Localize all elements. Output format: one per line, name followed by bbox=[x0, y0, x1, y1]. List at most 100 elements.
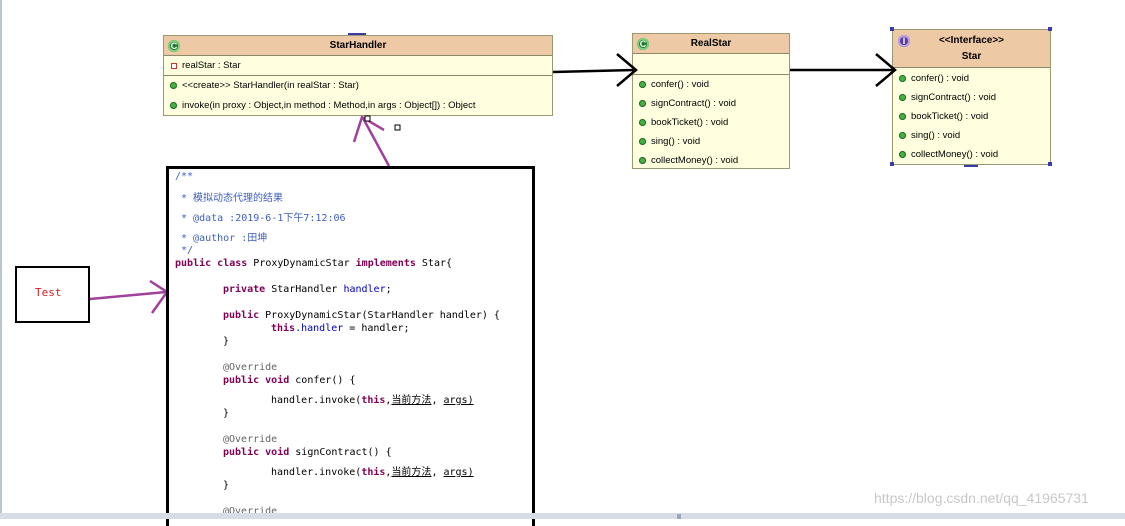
star-method-confer[interactable]: confer() : void bbox=[893, 69, 1050, 88]
code-line-5: */ bbox=[175, 245, 194, 256]
public-method-icon bbox=[899, 131, 906, 139]
kw: private bbox=[223, 284, 266, 295]
public-method-icon bbox=[170, 82, 177, 89]
code-line-invoke: handler.invoke(this,当前方法, args) bbox=[271, 391, 474, 406]
method-text: sing() : void bbox=[911, 130, 961, 141]
star-interface-box[interactable]: I <<Interface>> Star confer() : void sig… bbox=[892, 29, 1051, 165]
code-line-brace: } bbox=[223, 480, 230, 491]
star-method-signcontract[interactable]: signContract() : void bbox=[893, 88, 1050, 107]
separator bbox=[164, 75, 552, 76]
starhandler-attribute[interactable]: realStar : Star bbox=[164, 56, 552, 75]
kw: public bbox=[175, 258, 212, 269]
kw: public bbox=[223, 310, 260, 321]
realstar-class-box[interactable]: C RealStar confer() : void signContract(… bbox=[632, 33, 790, 169]
code-line-annotation: @Override bbox=[223, 434, 278, 445]
star-method-bookticket[interactable]: bookTicket() : void bbox=[893, 107, 1050, 126]
realstar-method-signcontract[interactable]: signContract() : void bbox=[633, 94, 789, 113]
selection-handle[interactable] bbox=[890, 162, 894, 166]
realstar-method-collectmoney[interactable]: collectMoney() : void bbox=[633, 151, 789, 170]
selection-handle[interactable] bbox=[348, 33, 366, 35]
code-line-ctor: public ProxyDynamicStar(StarHandler hand… bbox=[223, 310, 500, 321]
class-icon: C bbox=[168, 39, 180, 52]
attribute-text: realStar : Star bbox=[182, 60, 241, 71]
proxy-code-box[interactable]: /** * 模拟动态代理的结果 * @data :2019-6-1下午7:12:… bbox=[166, 166, 535, 526]
ident: args) bbox=[443, 395, 474, 406]
punct: ; bbox=[385, 284, 392, 295]
realstar-header[interactable]: C RealStar bbox=[633, 34, 789, 54]
code-line-4: * @author :田坤 bbox=[175, 233, 268, 244]
public-method-icon bbox=[899, 74, 906, 82]
ident: args) bbox=[443, 467, 474, 478]
code-line-method-confer: public void confer() { bbox=[223, 375, 356, 386]
public-method-icon bbox=[639, 118, 646, 126]
kw: public bbox=[223, 375, 260, 386]
kw: public bbox=[223, 447, 260, 458]
ident: = handler; bbox=[343, 323, 410, 334]
ident: confer() { bbox=[295, 375, 356, 386]
starhandler-method-invoke[interactable]: invoke(in proxy : Object,in method : Met… bbox=[164, 96, 552, 116]
code-line-brace: } bbox=[223, 408, 230, 419]
public-method-icon bbox=[639, 137, 646, 145]
ident: 当前方法 bbox=[391, 395, 432, 406]
public-method-icon bbox=[899, 150, 906, 158]
method-text: sing() : void bbox=[651, 136, 701, 147]
interface-title: Star bbox=[961, 51, 982, 62]
ident: Star{ bbox=[421, 258, 453, 269]
public-method-icon bbox=[639, 99, 646, 107]
code-line-brace: } bbox=[223, 336, 230, 347]
starhandler-header[interactable]: C StarHandler bbox=[164, 36, 552, 56]
ident: handler.invoke( bbox=[271, 395, 362, 406]
public-method-icon bbox=[639, 80, 646, 88]
watermark-text: https://blog.csdn.net/qq_41965731 bbox=[874, 490, 1089, 506]
code-line-invoke: handler.invoke(this,当前方法, args) bbox=[271, 463, 474, 478]
starhandler-title: StarHandler bbox=[329, 40, 387, 51]
test-box[interactable]: Test bbox=[15, 266, 90, 323]
kw: void bbox=[265, 447, 290, 458]
scrollbar-thumb[interactable] bbox=[677, 514, 681, 519]
method-text: invoke(in proxy : Object,in method : Met… bbox=[182, 100, 476, 111]
ident: signContract() { bbox=[295, 447, 392, 458]
connector-anchor-handle bbox=[364, 115, 371, 122]
selection-handle[interactable] bbox=[1048, 27, 1052, 31]
ident: StarHandler bbox=[271, 284, 338, 295]
method-text: signContract() : void bbox=[911, 92, 997, 103]
selection-handle[interactable] bbox=[1048, 162, 1052, 166]
star-method-sing[interactable]: sing() : void bbox=[893, 126, 1050, 145]
ident: ProxyDynamicStar bbox=[253, 258, 350, 269]
private-field-icon bbox=[171, 62, 177, 69]
code-line-class-decl: public class ProxyDynamicStar implements… bbox=[175, 258, 452, 269]
realstar-method-confer[interactable]: confer() : void bbox=[633, 75, 789, 94]
realstar-method-sing[interactable]: sing() : void bbox=[633, 132, 789, 151]
method-text: signContract() : void bbox=[651, 98, 737, 109]
kw: class bbox=[217, 258, 248, 269]
interface-stereotype: <<Interface>> bbox=[938, 35, 1005, 46]
punct: , bbox=[431, 467, 444, 478]
code-line-field: private StarHandler handler; bbox=[223, 284, 392, 295]
arrow-starhandler-to-realstar bbox=[552, 53, 638, 87]
code-line-3: * @data :2019-6-1下午7:12:06 bbox=[175, 213, 346, 224]
star-interface-header[interactable]: I <<Interface>> Star bbox=[893, 30, 1050, 68]
public-method-icon bbox=[639, 156, 646, 164]
method-text: collectMoney() : void bbox=[911, 149, 999, 160]
field: .handler bbox=[295, 323, 344, 334]
selection-handle[interactable] bbox=[890, 27, 894, 31]
public-method-icon bbox=[899, 93, 906, 101]
realstar-attributes-empty bbox=[633, 54, 789, 74]
code-line-assign: this.handler = handler; bbox=[271, 323, 410, 334]
realstar-method-bookticket[interactable]: bookTicket() : void bbox=[633, 113, 789, 132]
starhandler-class-box[interactable]: C StarHandler realStar : Star <<create>>… bbox=[163, 35, 553, 116]
arrow-proxy-to-starhandler bbox=[352, 115, 391, 167]
selection-handle[interactable] bbox=[964, 165, 978, 167]
horizontal-scrollbar[interactable] bbox=[0, 513, 1125, 519]
code-line-2: * 模拟动态代理的结果 bbox=[175, 193, 284, 204]
connector-anchor-handle bbox=[394, 124, 401, 131]
test-label: Test bbox=[35, 286, 62, 299]
punct: , bbox=[385, 395, 392, 406]
arrow-test-to-proxy bbox=[89, 279, 169, 314]
starhandler-method-create[interactable]: <<create>> StarHandler(in realStar : Sta… bbox=[164, 76, 552, 96]
method-text: bookTicket() : void bbox=[651, 117, 729, 128]
star-method-collectmoney[interactable]: collectMoney() : void bbox=[893, 145, 1050, 164]
kw: void bbox=[265, 375, 290, 386]
window-left-edge bbox=[0, 0, 2, 519]
public-method-icon bbox=[899, 112, 906, 120]
